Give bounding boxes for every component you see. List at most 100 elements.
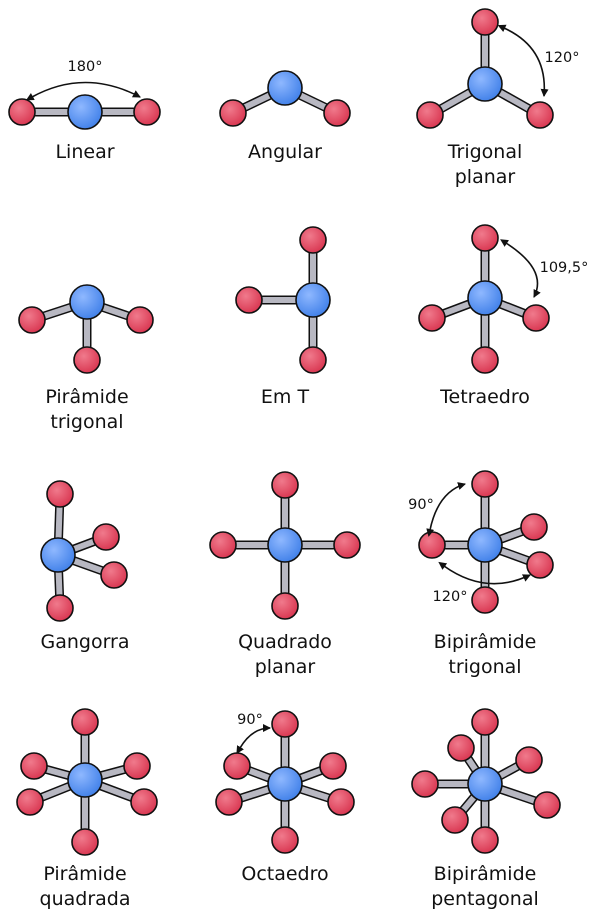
molecule-linear — [8, 94, 161, 130]
ligand-atom — [526, 101, 554, 129]
central-atom — [40, 537, 76, 573]
ligand-atom — [323, 99, 351, 127]
geometry-label-square-pyramid: Pirâmide quadrada — [0, 862, 170, 912]
ligand-atom — [471, 470, 499, 498]
central-atom — [467, 66, 503, 102]
molecule-t-shaped — [235, 226, 331, 374]
ligand-atom — [319, 752, 347, 780]
ligand-atom — [299, 226, 327, 254]
ligand-atom — [20, 752, 48, 780]
molecule-trigonal-pyramid — [18, 284, 154, 374]
ligand-atom — [46, 480, 74, 508]
geometry-label-line: Pirâmide — [43, 863, 127, 885]
geometry-label-line: Linear — [55, 141, 115, 163]
geometry-label-angular: Angular — [200, 140, 370, 165]
ligand-atom — [223, 752, 251, 780]
ligand-atom — [100, 561, 128, 589]
geometry-label-line: Quadrado — [238, 631, 332, 653]
angle-label: 120° — [433, 589, 468, 605]
angle-label: 180° — [68, 59, 103, 75]
ligand-atom — [215, 788, 243, 816]
geometry-label-seesaw: Gangorra — [0, 630, 170, 655]
ligand-atom — [418, 304, 446, 332]
central-atom — [467, 527, 503, 563]
geometry-label-line: Gangorra — [40, 631, 130, 653]
molecule-trigonal-planar — [416, 8, 554, 129]
molecule-angular — [219, 70, 351, 127]
central-atom — [295, 282, 331, 318]
molecule-trigonal-bipyramid — [418, 470, 554, 614]
geometry-label-line: Trigonal — [447, 141, 523, 163]
ligand-atom — [520, 513, 548, 541]
geometry-label-linear: Linear — [0, 140, 170, 165]
angle-arrow — [438, 561, 531, 585]
ligand-atom — [533, 791, 561, 819]
angle-arrow — [236, 724, 271, 755]
geometry-label-trigonal-planar: Trigonal planar — [400, 140, 570, 190]
central-atom — [267, 527, 303, 563]
ligand-atom — [333, 531, 361, 559]
ligand-atom — [471, 346, 499, 374]
geometry-label-line: pentagonal — [431, 888, 539, 910]
geometry-label-line: Octaedro — [241, 863, 329, 885]
ligand-atom — [18, 306, 46, 334]
angle-arrow — [497, 24, 549, 97]
molecule-tetrahedral — [418, 224, 550, 374]
angle-label: 120° — [545, 50, 580, 66]
ligand-atom — [16, 788, 44, 816]
ligand-atom — [416, 101, 444, 129]
molecule-square-pyramid — [16, 708, 158, 856]
ligand-atom — [471, 826, 499, 854]
molecule-seesaw — [40, 480, 128, 622]
angle-arrow — [25, 81, 141, 101]
central-atom — [267, 766, 303, 802]
central-atom — [67, 762, 103, 798]
geometry-label-line: planar — [454, 166, 516, 188]
ligand-atom — [235, 286, 263, 314]
ligand-atom — [441, 806, 469, 834]
ligand-atom — [471, 708, 499, 736]
angle-arrow — [426, 482, 466, 537]
ligand-atom — [471, 586, 499, 614]
geometry-label-t-shaped: Em T — [200, 385, 370, 410]
geometry-label-tetrahedral: Tetraedro — [400, 385, 570, 410]
ligand-atom — [8, 98, 36, 126]
molecule-pentagonal-bipyramid — [411, 708, 561, 854]
angle-label: 90° — [408, 497, 434, 513]
ligand-atom — [471, 8, 499, 36]
molecule-square-planar — [209, 471, 361, 620]
angle-label: 109,5° — [540, 260, 589, 276]
angle-label: 90° — [237, 712, 263, 728]
geometry-label-trigonal-bipyramid: Bipirâmide trigonal — [400, 630, 570, 680]
ligand-atom — [515, 746, 543, 774]
central-atom — [467, 766, 503, 802]
molecule-octahedral — [215, 710, 355, 854]
ligand-atom — [126, 306, 154, 334]
central-atom — [69, 284, 105, 320]
ligand-atom — [271, 471, 299, 499]
geometry-label-line: Bipirâmide — [433, 631, 537, 653]
ligand-atom — [526, 551, 554, 579]
ligand-atom — [130, 788, 158, 816]
central-atom — [67, 94, 103, 130]
ligand-atom — [209, 531, 237, 559]
geometry-label-line: quadrada — [39, 888, 131, 910]
angle-arrow — [500, 239, 541, 298]
ligand-atom — [271, 710, 299, 738]
central-atom — [467, 280, 503, 316]
ligand-atom — [71, 708, 99, 736]
ligand-atom — [133, 98, 161, 126]
ligand-atom — [271, 592, 299, 620]
ligand-atom — [123, 752, 151, 780]
geometry-label-line: Tetraedro — [440, 386, 530, 408]
geometry-label-line: trigonal — [448, 656, 522, 678]
geometry-label-octahedral: Octaedro — [200, 862, 370, 887]
ligand-atom — [471, 224, 499, 252]
ligand-atom — [299, 346, 327, 374]
ligand-atom — [418, 531, 446, 559]
geometry-label-line: Angular — [248, 141, 322, 163]
ligand-atom — [447, 734, 475, 762]
